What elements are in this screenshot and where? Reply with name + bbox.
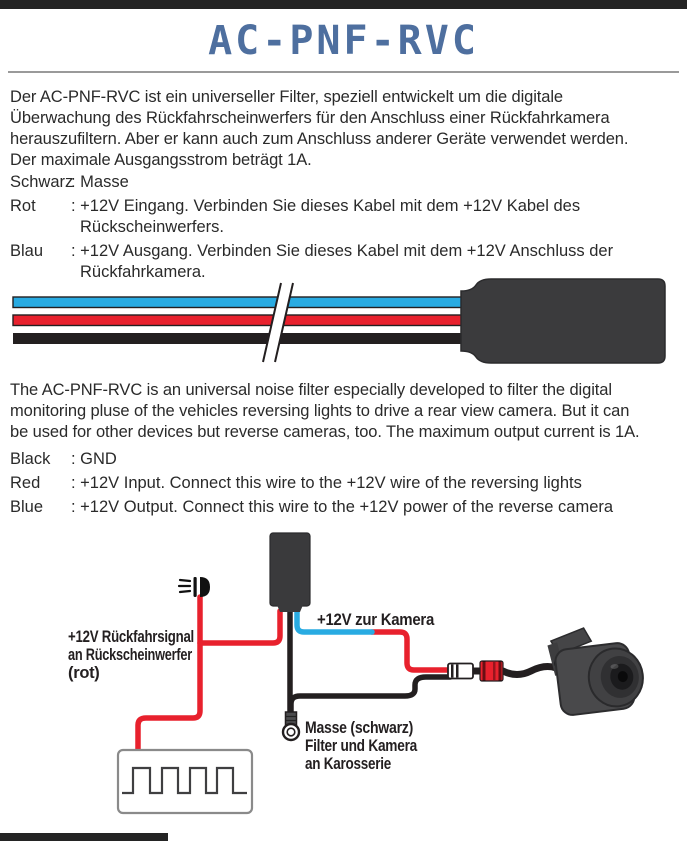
title-divider <box>8 71 679 73</box>
legend-row-schwarz: Schwarz : Masse <box>10 172 613 193</box>
black-ground-wires <box>287 608 574 716</box>
label-to-camera: +12V zur Kamera <box>317 611 435 629</box>
noise-filter-box-small <box>269 532 311 612</box>
legend-term: Blue <box>10 498 44 516</box>
legend-term: Rot <box>10 197 36 215</box>
pulse-signal-box <box>116 748 254 815</box>
intro-en-line: monitoring pluse of the vehicles reversi… <box>10 402 630 420</box>
legend-desc-line: : +12V Ausgang. Verbinden Sie dieses Kab… <box>71 242 614 260</box>
legend-desc-line: : Masse <box>71 173 129 191</box>
legend-term: Schwarz <box>10 173 74 191</box>
label-reverse-signal-line1: +12V Rückfahrsignal <box>68 628 194 646</box>
label-ground-line2: Filter und Kamera <box>305 737 418 755</box>
cable-break-symbol <box>262 282 294 363</box>
bottom-border-bar <box>0 833 168 841</box>
black-wire-band <box>13 333 465 344</box>
label-ground-line3: an Karosserie <box>305 755 391 773</box>
white-connector <box>447 662 474 680</box>
legend-row-blau: Blau : +12V Ausgang. Verbinden Sie diese… <box>10 241 613 283</box>
legend-row-red: Red : +12V Input. Connect this wire to t… <box>10 473 613 494</box>
legend-term: Black <box>10 450 51 468</box>
intro-en-line: The AC-PNF-RVC is an universal noise fil… <box>10 381 612 399</box>
intro-de-line: Der maximale Ausgangsstrom beträgt 1A. <box>10 151 312 169</box>
legend-term: Blau <box>10 242 44 260</box>
legend-term: Red <box>10 474 41 492</box>
rear-view-camera <box>547 627 644 716</box>
filter-cable-illustration <box>12 278 666 364</box>
top-border-bar <box>0 0 687 9</box>
reversing-light-icon <box>177 577 210 597</box>
square-wave <box>122 766 247 795</box>
intro-en-line: be used for other devices but reverse ca… <box>10 423 640 441</box>
legend-row-blue: Blue : +12V Output. Connect this wire to… <box>10 497 613 518</box>
legend-desc-line: : GND <box>71 450 117 468</box>
legend-desc-line: : +12V Output. Connect this wire to the … <box>71 498 614 516</box>
intro-de-line: Der AC-PNF-RVC ist ein universeller Filt… <box>10 88 563 106</box>
wire-legend-english: Black : GND Red : +12V Input. Connect th… <box>10 449 613 521</box>
label-reverse-signal-line2: an Rückscheinwerfer <box>68 646 193 664</box>
noise-filter-box <box>460 278 666 364</box>
ground-ring-terminal <box>281 711 301 742</box>
legend-row-rot: Rot : +12V Eingang. Verbinden Sie dieses… <box>10 196 613 238</box>
intro-paragraph-english: The AC-PNF-RVC is an universal noise fil… <box>10 380 640 443</box>
intro-paragraph-german: Der AC-PNF-RVC ist ein universeller Filt… <box>10 87 628 171</box>
intro-de-line: Überwachung des Rückfahrscheinwerfers fü… <box>10 109 610 127</box>
red-wire-band <box>12 314 466 327</box>
wire-legend-german: Schwarz : Masse Rot : +12V Eingang. Verb… <box>10 172 613 286</box>
red-connector <box>479 660 504 682</box>
legend-desc-line: Rückfahrkamera. <box>80 263 206 281</box>
blue-output-wire <box>294 608 375 635</box>
installation-diagram: +12V Rückfahrsignal an Rückscheinwerfer … <box>68 532 644 815</box>
intro-de-line: herauszufiltern. Aber er kann auch zum A… <box>10 130 629 148</box>
red-signal-wires <box>135 594 453 753</box>
blue-wire-band <box>12 296 466 309</box>
diagram-labels: +12V Rückfahrsignal an Rückscheinwerfer … <box>68 611 435 773</box>
legend-desc-line: : +12V Eingang. Verbinden Sie dieses Kab… <box>71 197 581 215</box>
label-reverse-signal-rot: (rot) <box>68 664 99 682</box>
legend-desc-line: Rückscheinwerfers. <box>80 218 224 236</box>
page-title: AC-PNF-RVC <box>208 18 479 64</box>
legend-desc-line: : +12V Input. Connect this wire to the +… <box>71 474 582 492</box>
label-ground-line1: Masse (schwarz) <box>305 719 413 737</box>
legend-row-black: Black : GND <box>10 449 613 470</box>
